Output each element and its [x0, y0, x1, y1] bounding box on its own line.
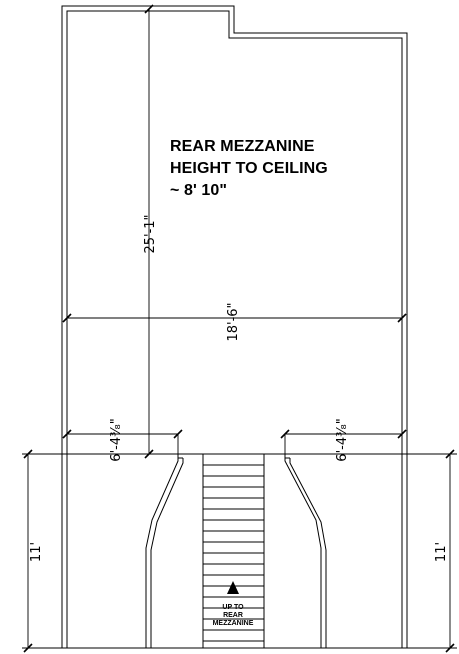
- mezzanine-wall-inner: [66, 10, 403, 454]
- right-stair-opening: [284, 454, 327, 648]
- left-stair-run-label: 11': [29, 542, 44, 562]
- depth-dimension-label: 25'-1": [143, 214, 158, 253]
- right-stair-run-label: 11': [434, 542, 449, 562]
- note-line-1: REAR MEZZANINE: [170, 138, 315, 155]
- width-dimension-label: 18'-6": [226, 302, 241, 341]
- right-landing-dimension: 6'-4³⁄₈": [280, 418, 407, 462]
- up-arrow-icon: [227, 581, 239, 594]
- note-line-2: HEIGHT TO CEILING: [170, 160, 328, 177]
- note-line-3: ~ 8' 10": [170, 182, 228, 199]
- stair-direction-note: UP TO REAR MEZZANINE: [203, 604, 263, 628]
- mezzanine-wall-outer: [61, 5, 408, 454]
- stair-note-line-2: REAR: [223, 612, 243, 619]
- stair-note-line-3: MEZZANINE: [212, 620, 254, 627]
- left-stair-run-dimension: 11': [23, 449, 44, 653]
- stair-note-line-1: UP TO: [222, 604, 244, 611]
- stair-flight: [202, 454, 265, 648]
- depth-dimension: 25'-1": [143, 4, 158, 459]
- left-landing-dimension: 6'-4³⁄₈": [62, 418, 183, 462]
- left-stair-opening: [145, 454, 184, 648]
- width-dimension: 18'-6": [62, 302, 407, 342]
- right-stair-run-dimension: 11': [434, 449, 455, 653]
- right-landing-label: 6'-4³⁄₈": [335, 418, 350, 461]
- left-landing-label: 6'-4³⁄₈": [109, 418, 124, 461]
- mezzanine-height-note: REAR MEZZANINE HEIGHT TO CEILING ~ 8' 10…: [170, 136, 328, 202]
